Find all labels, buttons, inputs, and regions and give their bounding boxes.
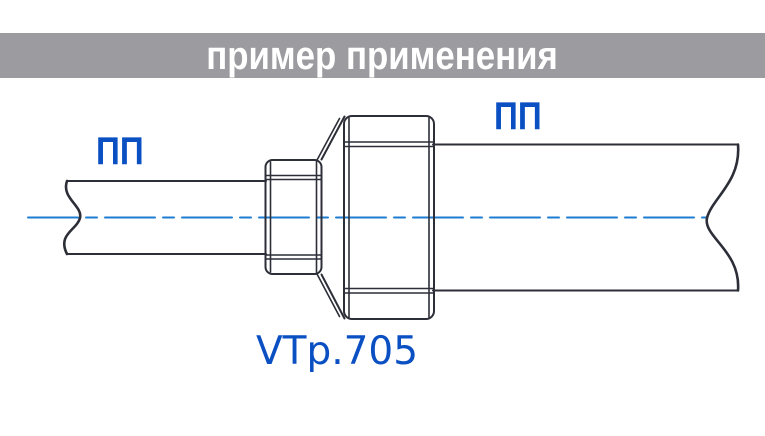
cone-bottom-inner-line: [315, 272, 341, 318]
right-pipe-break-line: [705, 143, 740, 292]
coupling-small-socket-outline: [264, 159, 323, 275]
header-bar: пример применения: [0, 33, 765, 78]
right-pipe-material-text: ПП: [494, 95, 542, 138]
cone-bottom-outer-line: [320, 273, 346, 320]
fitting-model-label: VTp.705: [255, 329, 419, 374]
cone-top-outer-line: [320, 115, 346, 161]
left-pipe-material-label: ПП: [96, 132, 152, 171]
header-title: пример применения: [206, 33, 559, 78]
right-pipe-material-label: ПП: [494, 97, 550, 136]
left-pipe-break-line: [63, 179, 82, 256]
cone-top-inner-line: [315, 117, 341, 162]
coupling-large-body-outline: [343, 115, 435, 320]
left-pipe-material-text: ПП: [96, 130, 144, 173]
